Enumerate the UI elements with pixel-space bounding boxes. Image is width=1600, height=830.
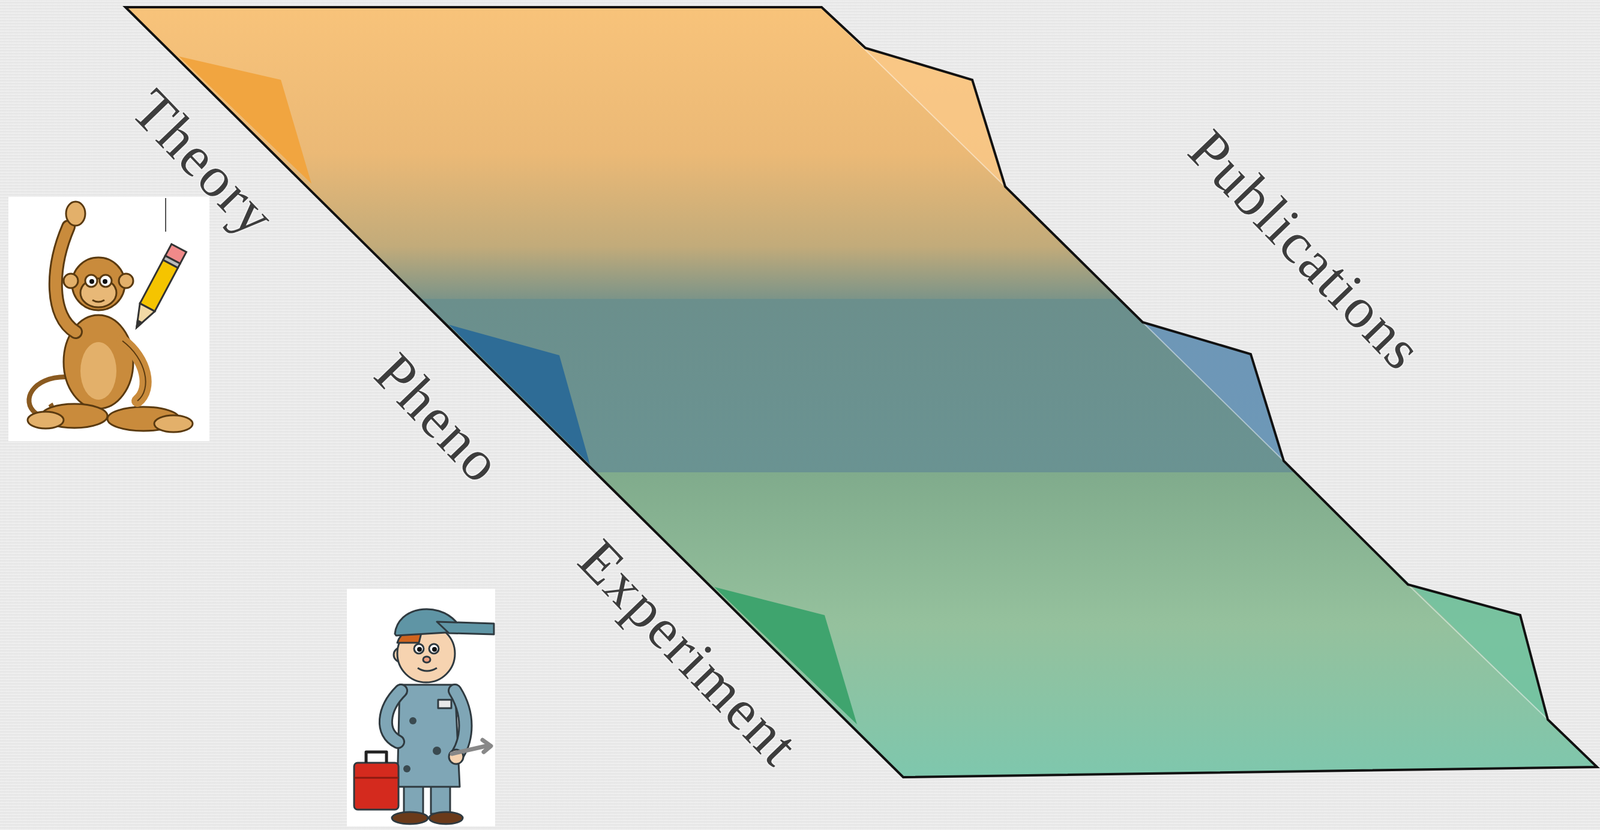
drawing-part — [385, 690, 401, 742]
drawing-part — [423, 656, 431, 663]
drawing-part — [436, 621, 494, 635]
drawing-part — [391, 812, 428, 825]
folded-edge — [1295, 472, 1597, 767]
drawing-part — [429, 812, 463, 825]
drawing-part — [429, 643, 439, 654]
drawing-part — [129, 244, 187, 332]
band-fill — [125, 7, 1119, 299]
drawing-part — [414, 643, 424, 654]
drawing-part — [99, 274, 112, 287]
drawing-part — [122, 340, 146, 401]
drawing-part — [397, 684, 460, 787]
drawing-part — [438, 699, 452, 709]
paper-band: Experiment — [595, 472, 1597, 778]
drawing-part — [66, 201, 86, 226]
drawing-part — [63, 273, 79, 289]
sheet-border — [125, 7, 1597, 778]
paper-band: Pheno — [420, 298, 1296, 473]
drawing-part — [409, 717, 417, 725]
folded-edge — [1118, 298, 1284, 461]
drawing-part — [27, 411, 64, 429]
monkey-figure — [27, 201, 193, 433]
drawing-part — [432, 746, 442, 755]
drawing-part — [85, 274, 98, 287]
drawing-part — [403, 765, 411, 773]
mechanic-cartoon — [346, 588, 496, 827]
band-shape — [420, 298, 1296, 473]
drawing-part — [129, 303, 155, 332]
band-shape — [125, 7, 1119, 299]
drawing-part — [454, 690, 466, 754]
drawing-part — [92, 300, 105, 302]
drawing-part — [366, 751, 387, 763]
drawing-part — [432, 646, 437, 652]
pencil-symbol — [129, 198, 187, 332]
drawing-part — [102, 279, 108, 284]
drawing-part — [417, 646, 422, 652]
drawing-part — [122, 340, 146, 401]
drawing-part — [354, 777, 399, 779]
monkey-cartoon — [8, 196, 210, 442]
rotated-label: Publications — [1178, 120, 1434, 381]
drawing-part — [80, 342, 117, 400]
drawing-part — [118, 273, 134, 289]
drawing-part — [72, 257, 125, 311]
drawing-part — [134, 320, 142, 329]
folded-edge — [821, 7, 1006, 187]
drawing-part — [354, 762, 399, 810]
drawing-part — [154, 415, 193, 433]
drawing-part — [385, 690, 401, 742]
drawing-part — [139, 259, 178, 312]
drawing-part — [89, 279, 95, 284]
drawing-part — [165, 198, 167, 232]
mechanic-figure — [354, 609, 494, 825]
band-fill — [420, 298, 1296, 473]
drawing-part — [454, 690, 466, 754]
paper-band: Theory — [125, 7, 1119, 299]
outline-group — [125, 7, 1597, 778]
drawing-part — [417, 667, 437, 671]
drawing-part — [451, 739, 491, 754]
